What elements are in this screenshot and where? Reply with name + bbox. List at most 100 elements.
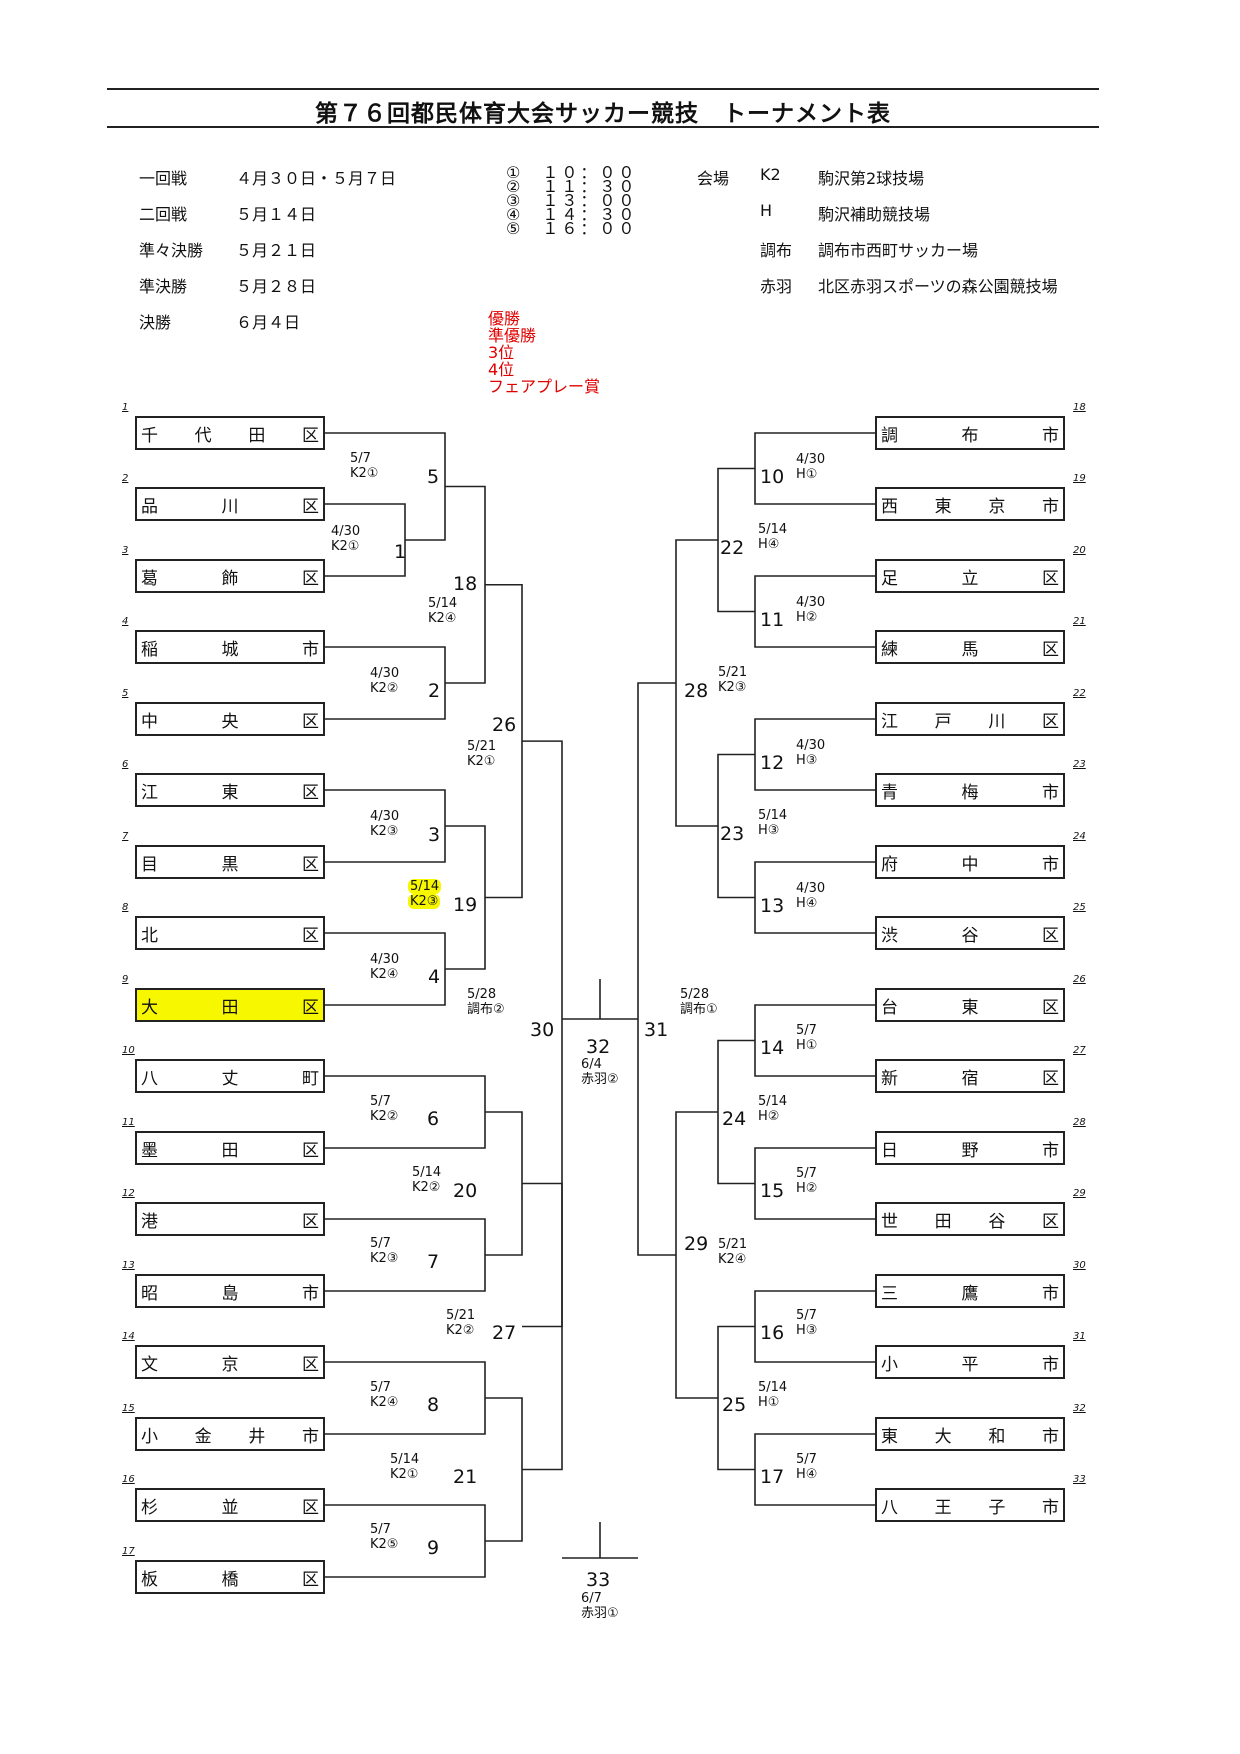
match-number: 25: [722, 1394, 747, 1416]
match-venue: K2④: [428, 611, 457, 626]
team-name-char: 府: [881, 854, 898, 875]
match-number: 6: [427, 1108, 440, 1130]
venue-name: 北区赤羽スポーツの森公園競技場: [818, 277, 1058, 296]
team-box: 千代田区: [135, 416, 325, 450]
match-number: 28: [684, 680, 709, 702]
match-date: 5/14: [412, 1165, 442, 1180]
kickoff-time: ① １０：００: [506, 163, 638, 182]
team-name-char: 田: [248, 425, 266, 446]
match-date: 4/30: [796, 452, 826, 467]
team-name-char: 市: [1042, 1140, 1059, 1161]
team-box: 練馬区: [875, 630, 1065, 664]
team-name-char: 世: [881, 1211, 898, 1232]
team-name-char: 西: [881, 496, 898, 517]
seed-number: 26: [1073, 974, 1086, 985]
team-name-char: 田: [221, 997, 239, 1018]
match-date: 5/14: [758, 1380, 788, 1395]
match-venue: H②: [796, 1181, 818, 1196]
team-name-char: 小: [881, 1354, 898, 1375]
match-venue: H③: [758, 823, 780, 838]
team-name-char: 区: [301, 425, 319, 446]
team-box: 墨田区: [135, 1131, 325, 1165]
match-number: 30: [530, 1019, 555, 1041]
match-number: 18: [453, 573, 478, 595]
team-name-char: 京: [988, 496, 1006, 517]
match-venue: K2③: [370, 1251, 399, 1266]
team-name-char: 谷: [961, 925, 979, 946]
team-name-char: 目: [141, 854, 158, 875]
seed-number: 33: [1073, 1474, 1086, 1485]
team-box: 昭島市: [135, 1274, 325, 1308]
schedule-round: 二回戦: [139, 205, 188, 224]
match-date: 4/30: [370, 952, 400, 967]
seed-number: 14: [122, 1331, 135, 1342]
seed-number: 27: [1073, 1045, 1086, 1056]
match-number: 2: [428, 680, 441, 702]
schedule-date: ４月３０日・５月７日: [236, 169, 397, 188]
team-name-char: 子: [988, 1497, 1006, 1518]
seed-number: 28: [1073, 1117, 1086, 1128]
team-name-char: 東: [934, 496, 952, 517]
bracket-line-m8: [325, 1361, 486, 1435]
team-name-char: 文: [141, 1354, 158, 1375]
match-date: 4/30: [331, 524, 361, 539]
team-name-char: 並: [221, 1497, 239, 1518]
team-name-char: 千: [141, 425, 158, 446]
match-venue: K2①: [331, 539, 360, 554]
venue-code: 調布: [760, 241, 793, 260]
title-rule: [107, 126, 1099, 128]
team-name-char: 市: [1042, 854, 1059, 875]
bracket-line-m20: [485, 1111, 523, 1256]
team-name-char: 区: [1042, 925, 1059, 946]
team-box: 目黒区: [135, 845, 325, 879]
team-name-char: 区: [302, 1211, 319, 1232]
team-name-char: 練: [881, 639, 898, 660]
team-name-char: 調: [881, 425, 898, 446]
team-name-char: 区: [302, 568, 319, 589]
team-name-char: 市: [302, 639, 319, 660]
team-name-char: 足: [881, 568, 898, 589]
team-name-char: 市: [1042, 1354, 1059, 1375]
seed-number: 24: [1073, 831, 1086, 842]
team-box: 葛飾区: [135, 559, 325, 593]
match-date: 5/21: [718, 665, 748, 680]
match-number: 23: [720, 823, 745, 845]
venue-name: 駒沢補助競技場: [818, 205, 931, 224]
seed-number: 20: [1073, 545, 1086, 556]
team-box: 北区: [135, 916, 325, 950]
team-name-char: 新: [881, 1068, 898, 1089]
team-box: 文京区: [135, 1345, 325, 1379]
match-venue: 調布②: [467, 1002, 505, 1017]
team-box: 八王子市: [875, 1488, 1065, 1522]
team-name-char: 野: [961, 1140, 979, 1161]
bracket-line-m9: [325, 1504, 486, 1578]
team-box: 港区: [135, 1202, 325, 1236]
team-name-char: 江: [881, 711, 898, 732]
team-name-char: 区: [302, 711, 319, 732]
venue-name: 駒沢第2球技場: [818, 169, 925, 188]
seed-number: 23: [1073, 759, 1086, 770]
match-date: 4/30: [796, 595, 826, 610]
team-name-char: 橋: [221, 1569, 239, 1590]
bracket-line-m30: [522, 740, 563, 1328]
match-date: 4/30: [370, 666, 400, 681]
match-number: 8: [427, 1394, 440, 1416]
seed-number: 7: [122, 831, 129, 842]
team-name-char: 市: [1041, 1426, 1059, 1447]
kickoff-time: ⑤ １６：００: [506, 219, 638, 238]
seed-number: 12: [122, 1188, 135, 1199]
team-box: 台東区: [875, 988, 1065, 1022]
seed-number: 3: [122, 545, 129, 556]
match-venue: K2④: [718, 1252, 747, 1267]
schedule-round: 準々決勝: [139, 241, 204, 260]
